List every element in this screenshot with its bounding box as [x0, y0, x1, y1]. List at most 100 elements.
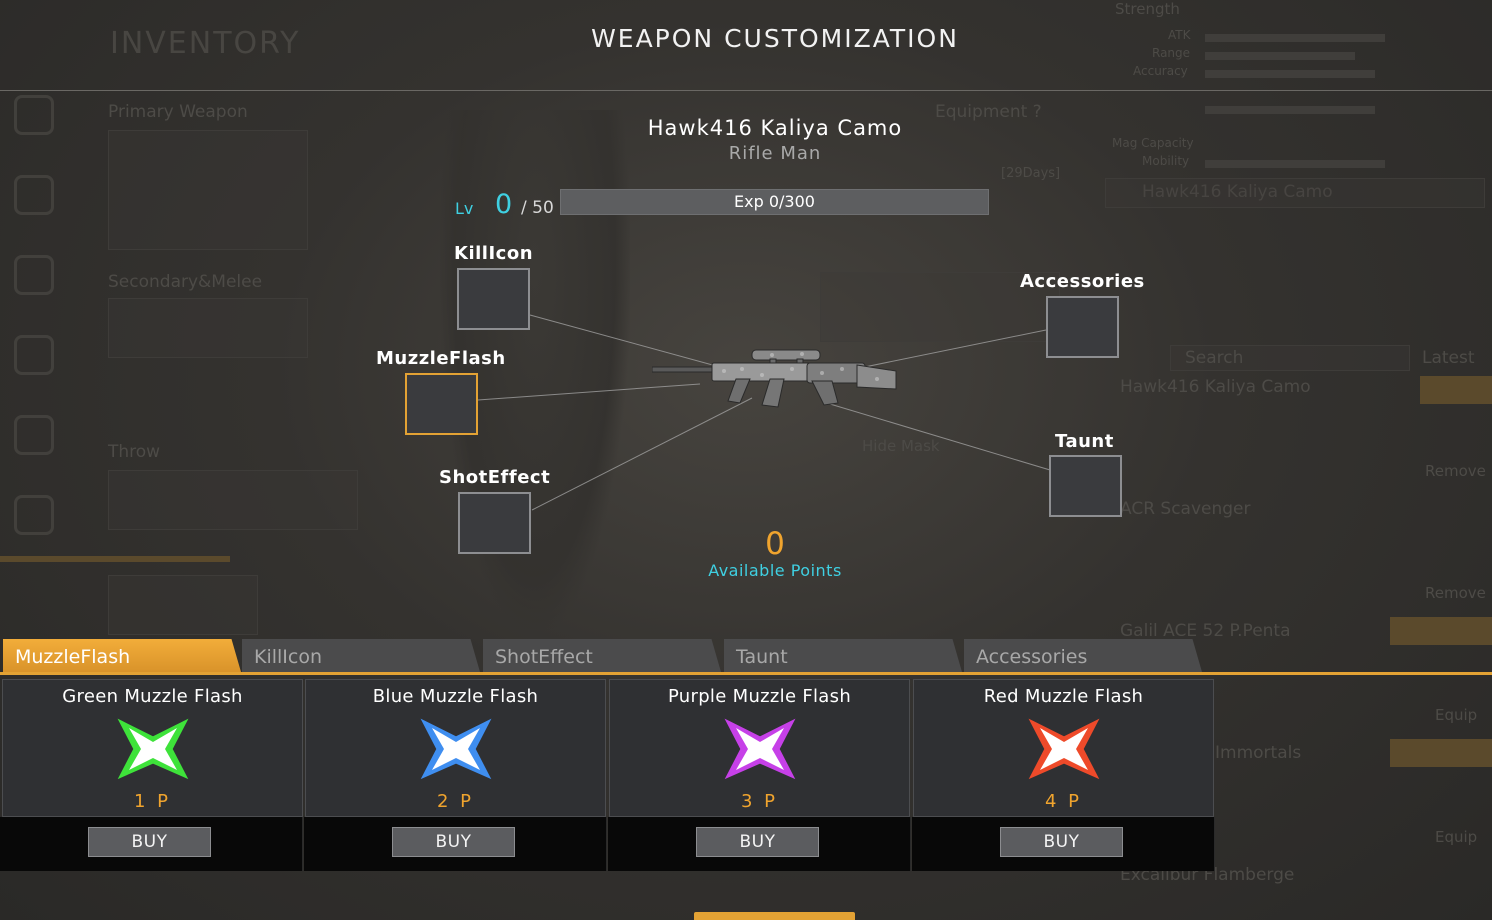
buy-area: BUY — [304, 817, 607, 871]
bg-play-icon — [14, 95, 54, 135]
bg-stat-bar — [1205, 70, 1375, 78]
slot-label-shoteffect: ShotEffect — [439, 467, 551, 488]
tab-muzzleflash[interactable]: MuzzleFlash — [3, 639, 241, 672]
tab-killicon[interactable]: KillIcon — [242, 639, 480, 672]
bg-throw: Throw — [108, 442, 161, 462]
bg-panel — [108, 130, 308, 250]
bg-remove: Remove — [1425, 462, 1486, 480]
buy-button[interactable]: BUY — [696, 827, 819, 857]
level-label: Lv — [455, 199, 474, 218]
tab-accessories[interactable]: Accessories — [964, 639, 1202, 672]
bg-weapon-ref: Hawk416 Kaliya Camo — [1142, 182, 1333, 202]
connector-shoteffect — [531, 397, 753, 511]
item-card[interactable]: Red Muzzle Flash 4 P — [913, 679, 1214, 817]
bg-panel — [108, 575, 258, 635]
bg-stat-bar — [1205, 52, 1355, 60]
item-card[interactable]: Purple Muzzle Flash 3 P — [609, 679, 910, 817]
weapon-class: Rifle Man — [728, 143, 822, 164]
header-divider — [0, 90, 1492, 91]
available-points-value: 0 — [765, 526, 785, 562]
slot-muzzleflash[interactable] — [405, 373, 478, 435]
bg-list-item: Hawk416 Kaliya Camo — [1120, 377, 1311, 397]
item-list: Green Muzzle Flash 1 P BUY Blue Muzzle F… — [0, 679, 1215, 871]
bg-stat-bar — [1205, 160, 1385, 168]
bg-medic-icon — [14, 495, 54, 535]
category-tabs: MuzzleFlash KillIcon ShotEffect Taunt Ac… — [0, 639, 1492, 675]
bg-panel — [108, 470, 358, 530]
exp-text: Exp 0/300 — [734, 192, 815, 211]
bg-accent — [1390, 617, 1492, 645]
bg-equipment: Equipment ? — [935, 102, 1042, 122]
bg-stat-bar — [1205, 106, 1375, 114]
connector-accessories — [839, 329, 1047, 373]
bg-latest: Latest — [1422, 348, 1475, 368]
buy-button[interactable]: BUY — [88, 827, 211, 857]
bg-list-item: Immortals — [1215, 743, 1302, 763]
item-name: Green Muzzle Flash — [62, 686, 243, 707]
background-sidebar — [0, 95, 70, 695]
bg-hide-mask: Hide Mask — [862, 437, 940, 455]
slot-label-taunt: Taunt — [1055, 431, 1114, 452]
bg-inventory-title: INVENTORY — [110, 26, 301, 61]
rifle-icon — [652, 349, 897, 408]
bg-accent — [1390, 739, 1492, 767]
purple-flash-icon — [724, 718, 796, 780]
page-title: WEAPON CUSTOMIZATION — [591, 24, 959, 53]
weapon-name: Hawk416 Kaliya Camo — [647, 116, 903, 140]
slot-accessories[interactable] — [1046, 296, 1119, 358]
available-points-label: Available Points — [708, 561, 842, 580]
bg-stat-accuracy: Accuracy — [1133, 64, 1188, 78]
item-card[interactable]: Blue Muzzle Flash 2 P — [305, 679, 606, 817]
buy-button[interactable]: BUY — [392, 827, 515, 857]
item-price: 1 P — [133, 791, 172, 812]
buy-button[interactable]: BUY — [1000, 827, 1123, 857]
tab-underline — [0, 672, 1492, 675]
item-price: 2 P — [436, 791, 475, 812]
bg-search: Search — [1185, 348, 1244, 368]
bg-list-item: ACR Scavenger — [1120, 499, 1251, 519]
bg-shop-icon — [14, 175, 54, 215]
item-price: 3 P — [740, 791, 779, 812]
bg-remove: Remove — [1425, 584, 1486, 602]
slot-shoteffect[interactable] — [458, 492, 531, 554]
slot-killicon[interactable] — [457, 268, 530, 330]
bg-days: [29Days] — [1001, 166, 1061, 181]
item-name: Red Muzzle Flash — [983, 686, 1144, 707]
bg-equip: Equip — [1435, 706, 1478, 724]
bottom-confirm-button[interactable] — [694, 912, 855, 920]
blue-flash-icon — [420, 718, 492, 780]
bg-accent — [0, 556, 230, 562]
bg-helmet-icon — [14, 335, 54, 375]
bg-stat-atk: ATK — [1168, 28, 1191, 42]
bg-panel — [820, 272, 1060, 342]
tab-taunt[interactable]: Taunt — [724, 639, 962, 672]
buy-area: BUY — [912, 817, 1215, 871]
bg-stat-bar — [1205, 34, 1385, 42]
item-price: 4 P — [1044, 791, 1083, 812]
bg-cart-icon — [14, 255, 54, 295]
item-name: Purple Muzzle Flash — [667, 686, 852, 707]
red-flash-icon — [1028, 718, 1100, 780]
bg-equip: Equip — [1435, 828, 1478, 846]
bg-stat-mobility: Mobility — [1142, 154, 1190, 168]
tab-shoteffect[interactable]: ShotEffect — [483, 639, 721, 672]
green-flash-icon — [117, 718, 189, 780]
exp-progress-bar: Exp 0/300 — [560, 189, 989, 215]
item-name: Blue Muzzle Flash — [372, 686, 539, 707]
connector-taunt — [829, 403, 1051, 471]
bg-secondary-melee: Secondary&Melee — [108, 272, 263, 292]
level-max: / 50 — [521, 198, 554, 218]
bg-accent — [1420, 376, 1492, 404]
bg-search-box — [1170, 345, 1410, 371]
level-value: 0 — [495, 189, 513, 220]
bg-strength: Strength — [1115, 0, 1180, 18]
item-card[interactable]: Green Muzzle Flash 1 P — [2, 679, 303, 817]
slot-label-accessories: Accessories — [1020, 271, 1145, 292]
buy-area: BUY — [608, 817, 911, 871]
bg-primary-weapon: Primary Weapon — [108, 102, 248, 122]
bg-clan-icon — [14, 415, 54, 455]
slot-taunt[interactable] — [1049, 455, 1122, 517]
bg-list-item: Galil ACE 52 P.Penta — [1120, 621, 1291, 641]
bg-stat-range: Range — [1152, 46, 1191, 60]
